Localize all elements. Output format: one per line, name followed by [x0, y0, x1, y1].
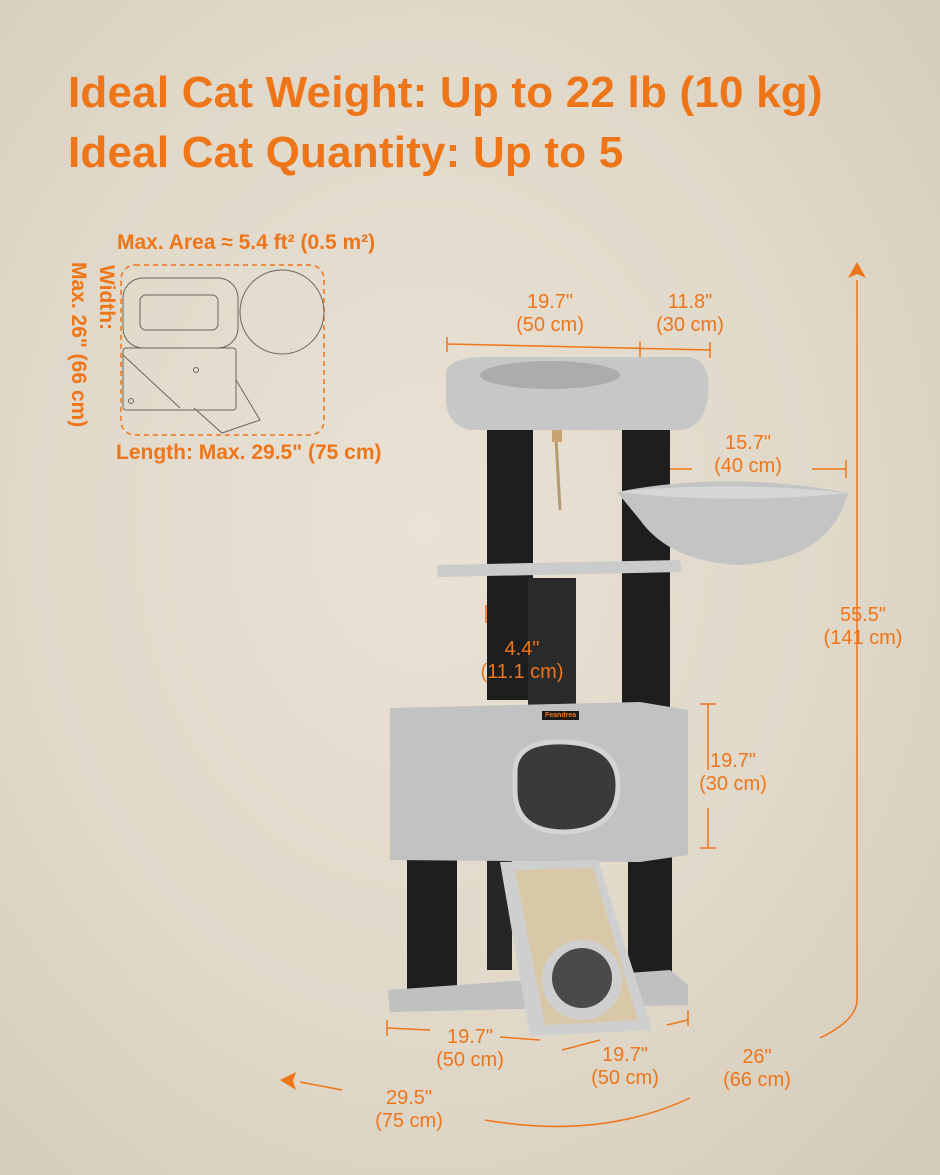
dim-total-height: 55.5"(141 cm) — [823, 604, 903, 649]
footprint-diagram — [120, 264, 325, 436]
dim-condo-height: 19.7"(30 cm) — [699, 750, 767, 795]
dim-base-width: 19.7"(50 cm) — [436, 1026, 504, 1071]
dim-top-perch-depth: 11.8"(30 cm) — [656, 291, 724, 336]
arrow-left-icon — [280, 1072, 296, 1090]
dim-base-depth: 19.7"(50 cm) — [591, 1044, 659, 1089]
cat-tree — [388, 356, 848, 1036]
dim-post: 4.4"(11.1 cm) — [480, 638, 564, 683]
dim-overall-length: 29.5"(75 cm) — [375, 1087, 443, 1132]
headline-weight: Ideal Cat Weight: Up to 22 lb (10 kg) — [68, 68, 823, 117]
brand-logo: Feandrea — [542, 711, 580, 720]
headline-quantity: Ideal Cat Quantity: Up to 5 — [68, 128, 624, 177]
width-label: Max. 26" (66 cm) — [67, 262, 90, 428]
width-title: Width: — [95, 265, 118, 331]
max-area-label: Max. Area ≈ 5.4 ft² (0.5 m²) — [117, 231, 376, 254]
dim-top-perch-width: 19.7"(50 cm) — [516, 291, 584, 336]
dim-basket: 15.7"(40 cm) — [714, 432, 782, 477]
arrow-up-icon — [848, 262, 866, 278]
length-label: Length: Max. 29.5" (75 cm) — [116, 441, 382, 464]
dim-overall-width: 26"(66 cm) — [723, 1046, 791, 1091]
